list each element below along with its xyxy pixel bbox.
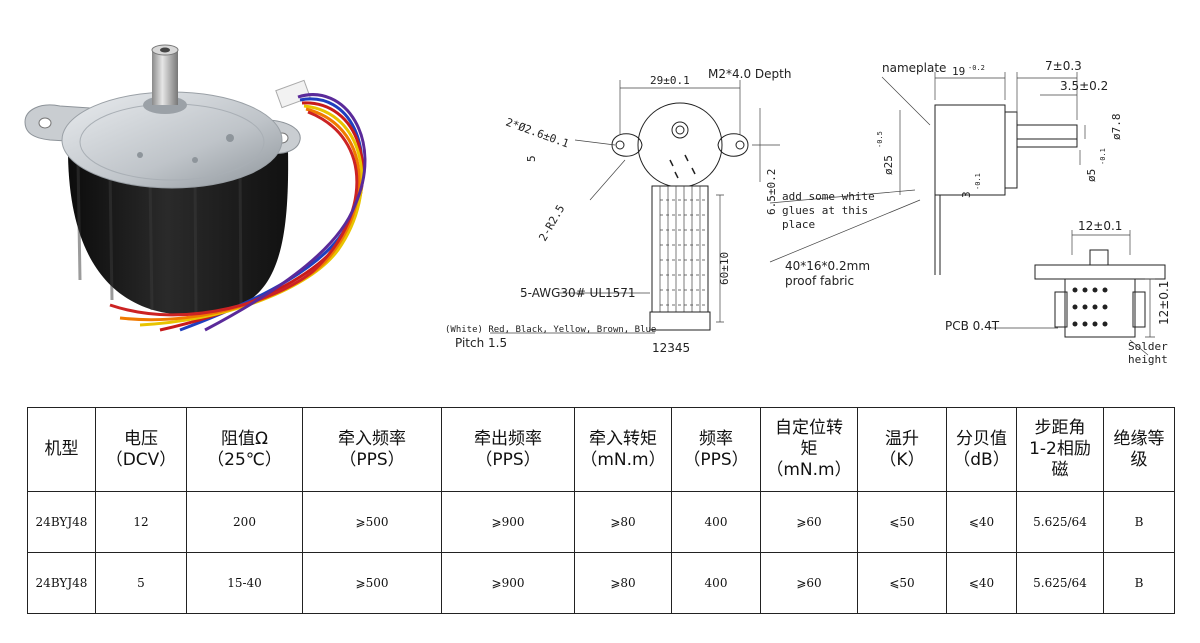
- header-voltage: 电压（DCV）: [95, 407, 187, 492]
- header-noise: 分贝值（dB）: [946, 407, 1017, 492]
- label-d3-tol: -0.1: [974, 173, 982, 190]
- label-solder-1: Solder: [1128, 340, 1168, 353]
- label-pitch-width: 29±0.1: [650, 74, 690, 87]
- cell-voltage: 5: [95, 552, 187, 614]
- label-d3: 3: [960, 191, 973, 198]
- spec-table: 机型 电压（DCV） 阻值Ω（25℃） 牵入频率（PPS） 牵出频率（PPS） …: [27, 407, 1175, 614]
- label-pitch: Pitch 1.5: [455, 336, 507, 350]
- cell-noise: ⩽40: [946, 552, 1017, 614]
- side-view: [769, 72, 1086, 275]
- cell-insulation: B: [1103, 491, 1175, 553]
- label-d35: 3.5±0.2: [1060, 79, 1108, 93]
- label-d7: 7±0.3: [1045, 59, 1082, 73]
- label-fabric-2: proof fabric: [785, 274, 854, 288]
- label-d19-tol: -0.2: [968, 64, 985, 72]
- cell-frequency: 400: [671, 491, 761, 553]
- cell-pull-out-rate: ⩾900: [441, 552, 575, 614]
- label-glue-3: place: [782, 218, 815, 231]
- label-wire-colors: (White) Red, Black, Yellow, Brown, Blue: [445, 325, 656, 335]
- cell-model: 24BYJ48: [27, 552, 96, 614]
- cell-pull-in-rate: ⩾500: [302, 491, 442, 553]
- label-fabric-1: 40*16*0.2mm: [785, 259, 870, 273]
- header-model: 机型: [27, 407, 96, 492]
- cell-step-angle: 5.625/64: [1016, 552, 1104, 614]
- label-glue-1: add some white: [782, 190, 875, 203]
- cell-temp-rise: ⩽50: [857, 491, 947, 553]
- label-d25: ø25: [882, 155, 895, 175]
- technical-drawing: M2*4.0 Depth 29±0.1 2*Ø2.6±0.1 5 2-R2.5 …: [445, 59, 1171, 366]
- header-temp-rise: 温升（K）: [857, 407, 947, 492]
- cell-resistance: 15-40: [186, 552, 303, 614]
- label-d5-tol: -0.1: [1099, 148, 1107, 165]
- label-d19: 19: [952, 65, 965, 78]
- cell-pull-out-rate: ⩾900: [441, 491, 575, 553]
- label-d12: 12±0.1: [1078, 219, 1122, 233]
- label-d25-tol: -0.5: [876, 131, 884, 148]
- label-r25: 2-R2.5: [536, 203, 567, 244]
- label-holes: 2*Ø2.6±0.1: [504, 116, 571, 151]
- label-d12-vertical: 12±0.1: [1157, 281, 1171, 325]
- cell-step-angle: 5.625/64: [1016, 491, 1104, 553]
- label-d5: ø5: [1085, 169, 1098, 182]
- cell-insulation: B: [1103, 552, 1175, 614]
- cell-temp-rise: ⩽50: [857, 552, 947, 614]
- label-d78: ø7.8: [1110, 114, 1123, 141]
- output-shaft: [152, 50, 178, 105]
- header-pull-out-rate: 牵出频率（PPS）: [441, 407, 575, 492]
- label-glue-2: glues at this: [782, 204, 868, 217]
- cell-pull-in-torque: ⩾80: [574, 552, 672, 614]
- motor-photo: [24, 44, 367, 332]
- label-awg: 5-AWG30# UL1571: [520, 286, 636, 300]
- cell-pull-in-torque: ⩾80: [574, 491, 672, 553]
- cell-frequency: 400: [671, 552, 761, 614]
- header-pull-in-torque: 牵入转矩（mN.m）: [574, 407, 672, 492]
- label-h65: 6.5±0.2: [765, 169, 778, 215]
- cell-voltage: 12: [95, 491, 187, 553]
- cell-model: 24BYJ48: [27, 491, 96, 553]
- cell-detent-torque: ⩾60: [760, 552, 858, 614]
- cell-noise: ⩽40: [946, 491, 1017, 553]
- header-frequency: 频率（PPS）: [671, 407, 761, 492]
- header-insulation: 绝缘等级: [1103, 407, 1175, 492]
- header-detent-torque: 自定位转矩（mN.m）: [760, 407, 858, 492]
- front-view: [490, 80, 780, 334]
- table-row: 24BYJ48 5 15-40 ⩾500 ⩾900 ⩾80 400 ⩾60 ⩽5…: [27, 552, 1175, 614]
- label-lead-length: 60±10: [718, 252, 731, 285]
- cell-detent-torque: ⩾60: [760, 491, 858, 553]
- cell-pull-in-rate: ⩾500: [302, 552, 442, 614]
- motor-body: [68, 150, 289, 315]
- label-pins: 12345: [652, 341, 690, 355]
- cell-resistance: 200: [186, 491, 303, 553]
- header-pull-in-rate: 牵入频率（PPS）: [302, 407, 442, 492]
- header-row: 机型 电压（DCV） 阻值Ω（25℃） 牵入频率（PPS） 牵出频率（PPS） …: [27, 407, 1175, 492]
- connector: [275, 79, 311, 109]
- label-five: 5: [525, 155, 538, 162]
- label-solder-2: height: [1128, 353, 1168, 366]
- label-pcb: PCB 0.4T: [945, 319, 1000, 333]
- header-resistance: 阻值Ω（25℃）: [186, 407, 303, 492]
- table-row: 24BYJ48 12 200 ⩾500 ⩾900 ⩾80 400 ⩾60 ⩽50…: [27, 491, 1175, 553]
- label-m2-depth: M2*4.0 Depth: [708, 67, 791, 81]
- lead-wires: [109, 93, 367, 332]
- pcb-view: [990, 230, 1166, 356]
- label-nameplate: nameplate: [882, 61, 946, 75]
